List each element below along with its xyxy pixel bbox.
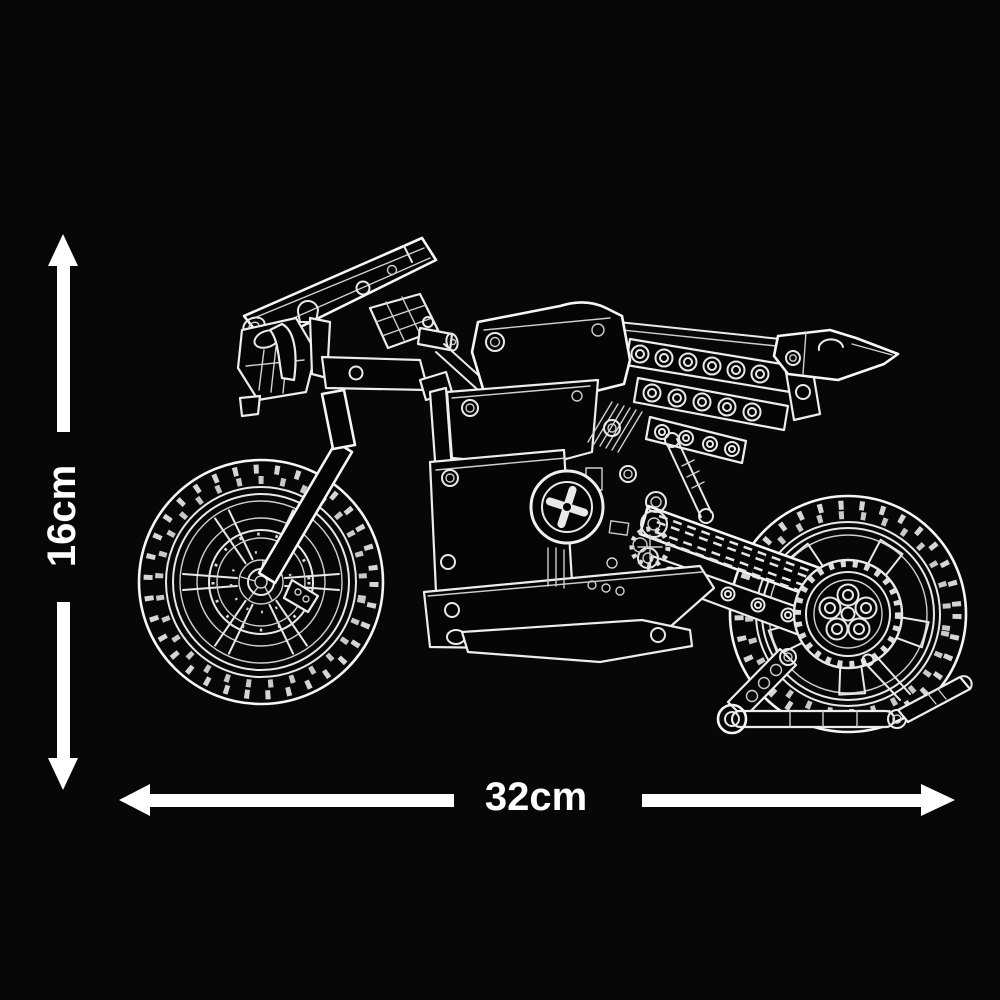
stand-linkage xyxy=(716,647,973,735)
height-arrow-shaft-bottom xyxy=(57,602,70,758)
arrowhead-left-icon xyxy=(119,784,150,816)
height-arrow-shaft-top xyxy=(57,265,70,432)
front-fork xyxy=(257,388,357,614)
body-panels xyxy=(422,301,716,664)
front-wheel xyxy=(137,458,385,706)
height-dimension-label: 16cm xyxy=(40,464,84,568)
arrowhead-right-icon xyxy=(921,784,955,816)
engine xyxy=(529,419,667,596)
tail-section xyxy=(772,328,900,382)
arrowhead-up-icon xyxy=(48,234,78,266)
width-arrow-shaft-right xyxy=(642,794,921,807)
width-dimension-label: 32cm xyxy=(484,775,588,819)
brake-caliper xyxy=(282,578,320,614)
width-arrow-shaft-left xyxy=(149,794,454,807)
arrowhead-down-icon xyxy=(48,758,78,790)
rear-shock xyxy=(664,432,714,524)
rear-sprocket xyxy=(792,558,904,670)
windscreen-cowl xyxy=(236,236,487,418)
